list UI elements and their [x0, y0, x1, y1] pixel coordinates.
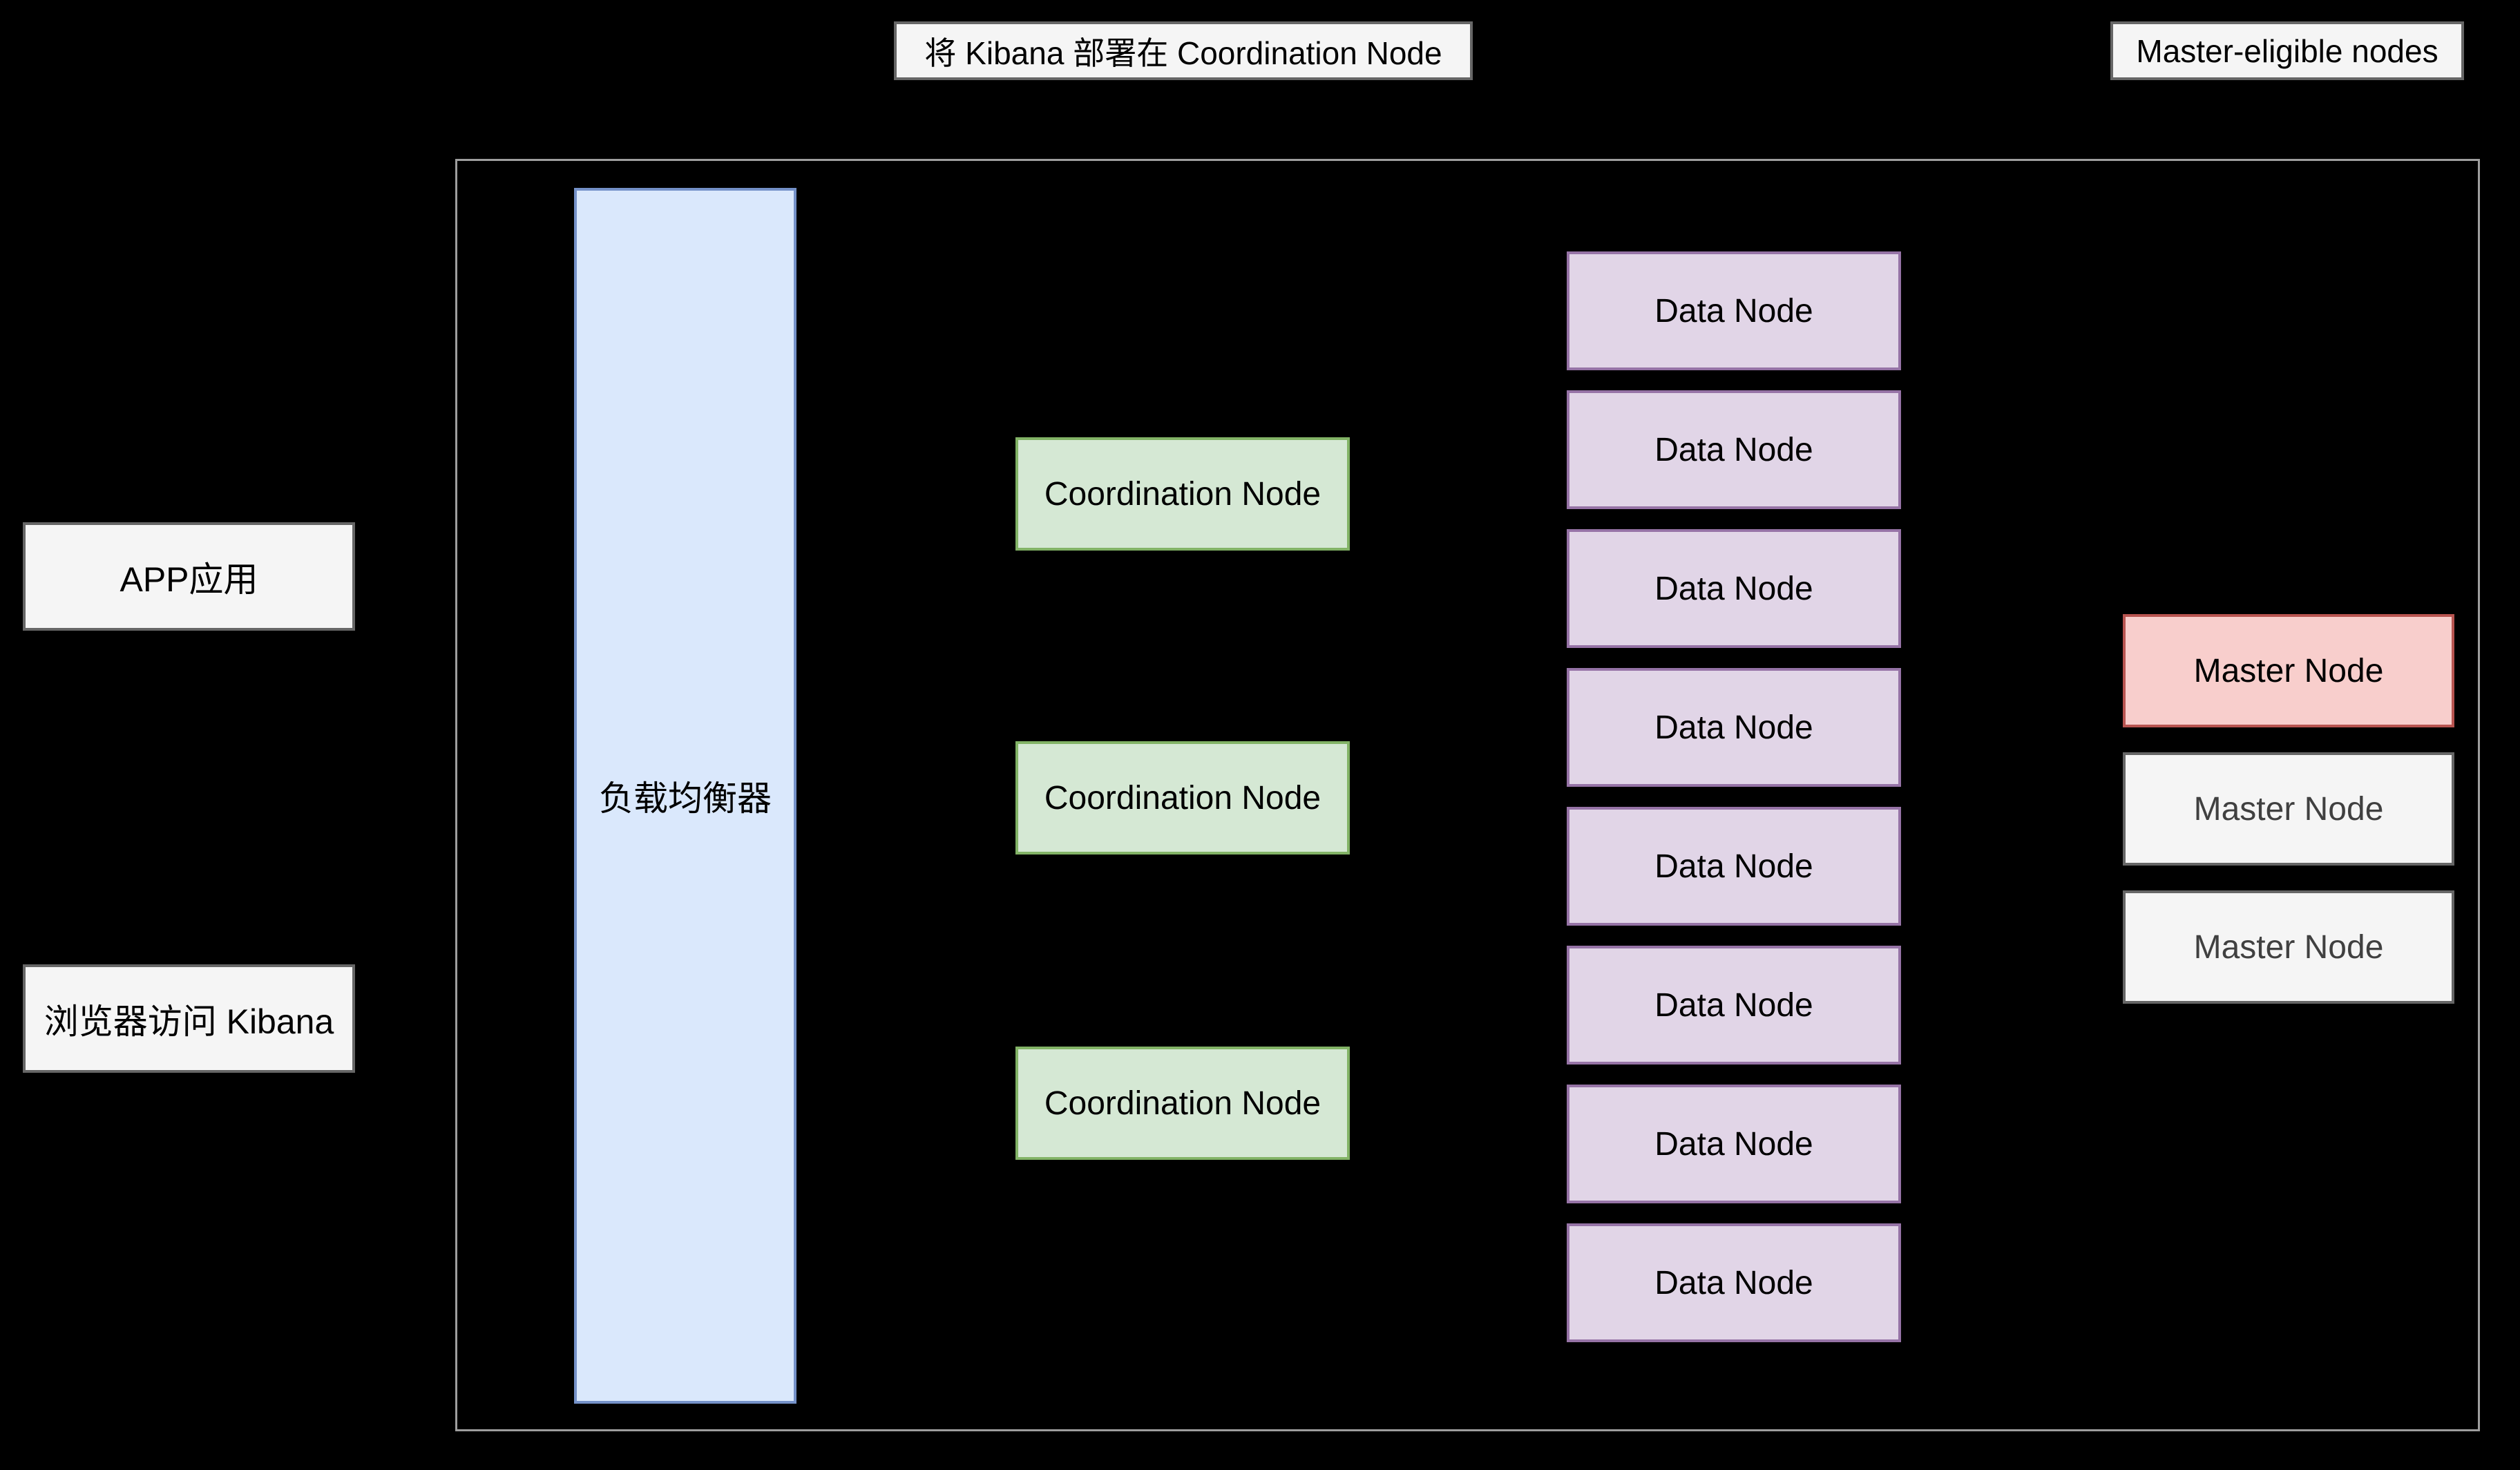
app-client-box: APP应用: [23, 522, 355, 631]
data-node-box: Data Node: [1567, 668, 1901, 787]
note-kibana-deployment: 将 Kibana 部署在 Coordination Node: [894, 21, 1473, 80]
load-balancer-box: 负载均衡器: [574, 188, 796, 1404]
browser-client-box: 浏览器访问 Kibana: [23, 964, 355, 1073]
data-node-box: Data Node: [1567, 529, 1901, 648]
master-node-box: Master Node: [2123, 890, 2454, 1004]
master-node-active-box: Master Node: [2123, 614, 2454, 727]
data-node-box: Data Node: [1567, 807, 1901, 926]
cluster-container: [455, 159, 2480, 1431]
coordination-node-box: Coordination Node: [1015, 741, 1350, 855]
data-node-box: Data Node: [1567, 1223, 1901, 1342]
data-node-box: Data Node: [1567, 1085, 1901, 1203]
coordination-node-box: Coordination Node: [1015, 1047, 1350, 1160]
note-master-eligible-nodes: Master-eligible nodes: [2110, 21, 2464, 80]
data-node-box: Data Node: [1567, 251, 1901, 370]
coordination-node-box: Coordination Node: [1015, 437, 1350, 551]
data-node-box: Data Node: [1567, 946, 1901, 1065]
data-node-box: Data Node: [1567, 390, 1901, 509]
master-node-box: Master Node: [2123, 752, 2454, 866]
